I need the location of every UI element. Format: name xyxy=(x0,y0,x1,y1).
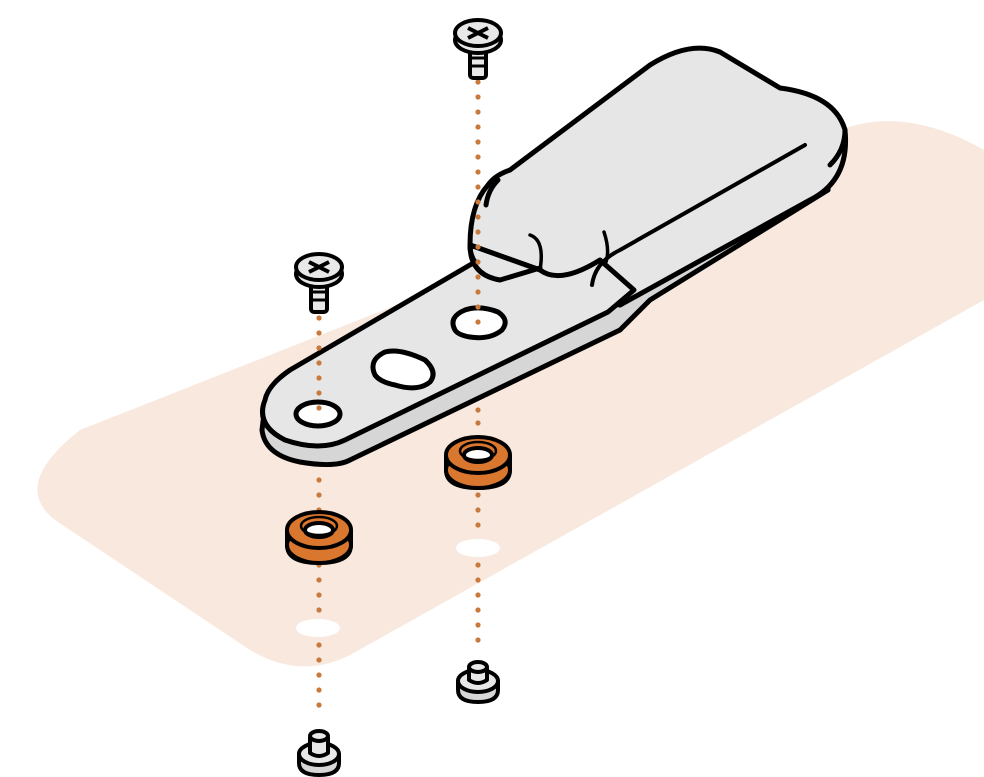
mount-surface xyxy=(37,121,984,667)
phillips-screw-icon xyxy=(294,252,344,314)
guide-line-right-upper xyxy=(475,79,481,325)
spacer-washer-icon xyxy=(444,435,512,491)
guide-line-left-lower xyxy=(316,477,322,708)
chicago-post-icon xyxy=(456,660,500,704)
chicago-post-icon xyxy=(297,729,341,777)
spacer-washer-icon xyxy=(285,510,353,566)
round-hole-left xyxy=(293,399,343,429)
belt-clip-icon xyxy=(259,45,849,468)
hole-marker-right xyxy=(456,539,500,557)
slot-hole-center xyxy=(370,348,436,391)
guide-line-right-lower xyxy=(475,407,481,643)
hole-marker-left xyxy=(296,619,340,637)
guide-line-left-upper xyxy=(316,315,322,411)
phillips-screw-icon xyxy=(453,18,503,80)
